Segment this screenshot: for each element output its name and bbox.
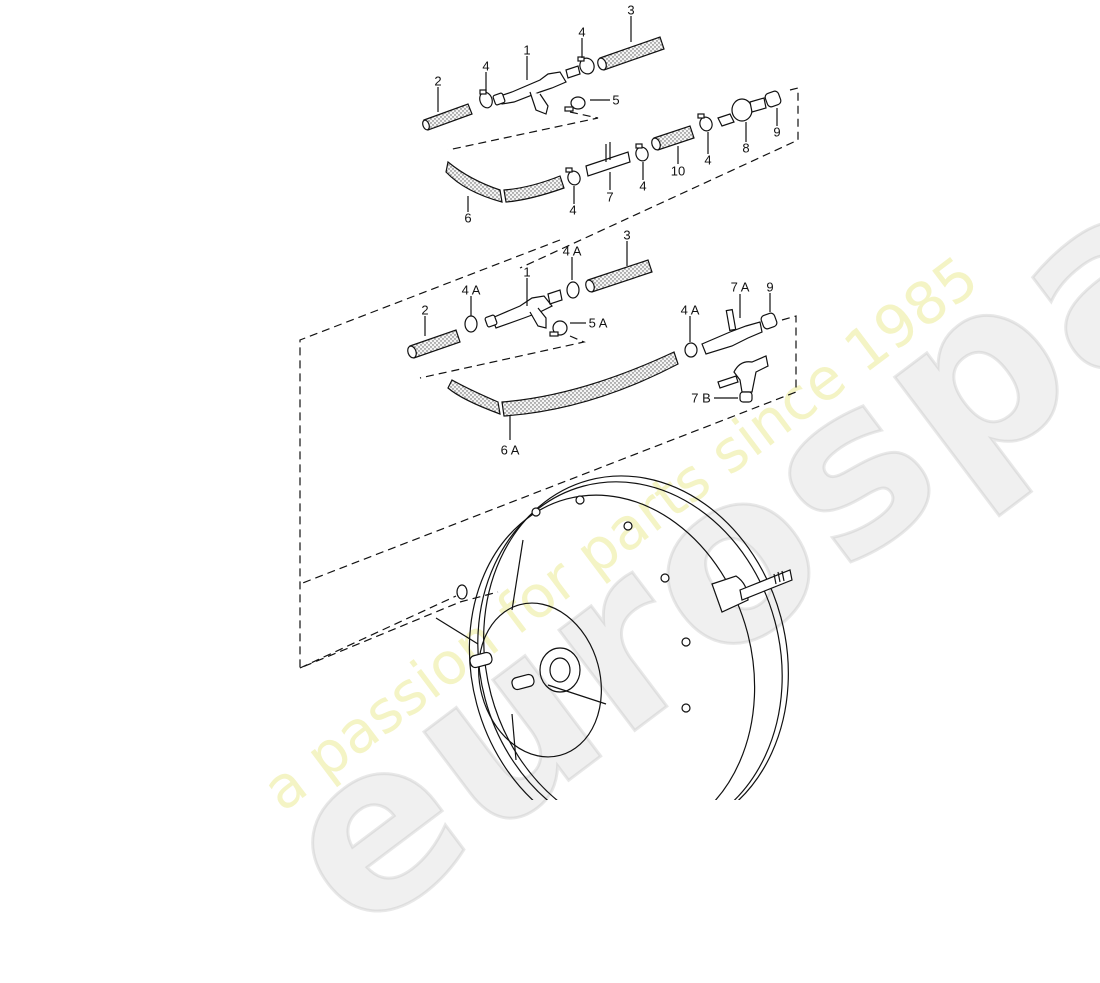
callout-top-7: 7 (606, 189, 614, 205)
callout-top-2: 2 (434, 73, 442, 89)
callout-top-3: 3 (627, 2, 635, 18)
sleeve-9-bottom (760, 312, 778, 330)
clamp-4-top-a (479, 89, 493, 109)
hose-3-top (597, 36, 665, 71)
t-piece-1-top (492, 65, 581, 115)
callout-top-8: 8 (742, 140, 750, 156)
callout-bottom-4a-2: 4 A (461, 282, 481, 298)
callout-bottom-7b: 7 B (691, 390, 711, 406)
callout-bottom-2: 2 (421, 302, 429, 318)
callout-bottom-3: 3 (623, 227, 631, 243)
hose-2-bottom (407, 329, 461, 359)
callout-bottom-1: 1 (523, 264, 531, 280)
hose-10-top (651, 125, 695, 151)
callout-top-1: 1 (523, 42, 531, 58)
clamp-5a-bottom (549, 320, 568, 337)
callout-bottom-9: 9 (766, 279, 774, 295)
callout-bottom-5a: 5 A (588, 315, 608, 331)
clamp-4-top-e (697, 113, 713, 132)
callout-top-9: 9 (773, 124, 781, 140)
diagram-drawing (299, 16, 799, 800)
clamp-4-top-b (577, 56, 595, 75)
callout-top-6: 6 (464, 210, 472, 226)
callout-top-4c: 4 (569, 202, 577, 218)
parts-diagram: eurospares a passion for parts since 198… (228, 0, 1100, 983)
elbow-7b-bottom (717, 355, 769, 403)
clamp-4-top-c (565, 167, 581, 186)
sleeve-9-top (764, 90, 782, 108)
connector-7-top (585, 142, 631, 177)
callout-bottom-6a: 6 A (500, 442, 520, 458)
callout-top-4e: 4 (704, 152, 712, 168)
callout-bottom-7a: 7 A (730, 279, 750, 295)
hose-6-top (445, 160, 565, 203)
callout-top-5: 5 (612, 92, 620, 108)
clamp-5-top (564, 96, 586, 112)
clamp-4a-bottom-a (566, 281, 580, 299)
callout-top-4b: 4 (578, 24, 586, 40)
brake-booster (299, 475, 793, 800)
callout-bottom-4a-1: 4 A (562, 243, 582, 259)
connector-7a-bottom (701, 308, 763, 355)
hose-2-top (422, 103, 473, 131)
callout-bottom-4a-3: 4 A (680, 302, 700, 318)
clamp-4a-bottom-b (464, 315, 478, 333)
callout-top-4d: 4 (639, 178, 647, 194)
callout-top-10: 10 (670, 163, 686, 179)
callout-top-4a: 4 (482, 58, 490, 74)
hose-6a-bottom (447, 351, 679, 417)
t-piece-1-bottom (484, 289, 563, 329)
clamp-4-top-d (635, 143, 649, 162)
hose-3-bottom (585, 259, 653, 293)
check-valve-8-top (717, 97, 767, 127)
clamp-4a-bottom-c (684, 342, 698, 358)
